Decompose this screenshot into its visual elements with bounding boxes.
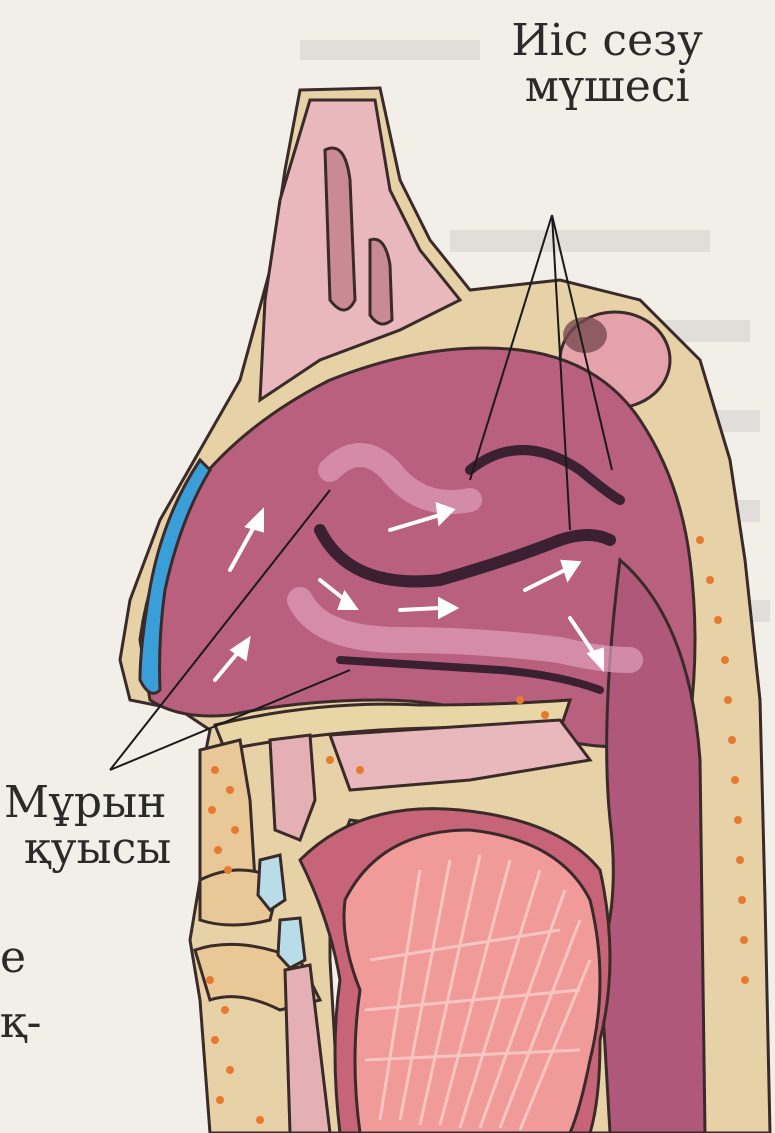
olfactory-label-line-2: мүшесі bbox=[511, 64, 703, 110]
olfactory-organ-label: Иіс сезу мүшесі bbox=[511, 18, 703, 110]
upper-tooth bbox=[258, 855, 285, 910]
lower-tooth bbox=[278, 918, 305, 968]
edge-fragment-1: е bbox=[0, 935, 26, 981]
nasal-label-line-2: қуысы bbox=[4, 826, 171, 872]
olfactory-label-line-1: Иіс сезу bbox=[511, 18, 703, 64]
nasal-label-line-1: Мұрын bbox=[4, 780, 171, 826]
nasal-cavity-label: Мұрын қуысы bbox=[4, 780, 171, 872]
edge-fragment-2: қ- bbox=[0, 1000, 42, 1046]
